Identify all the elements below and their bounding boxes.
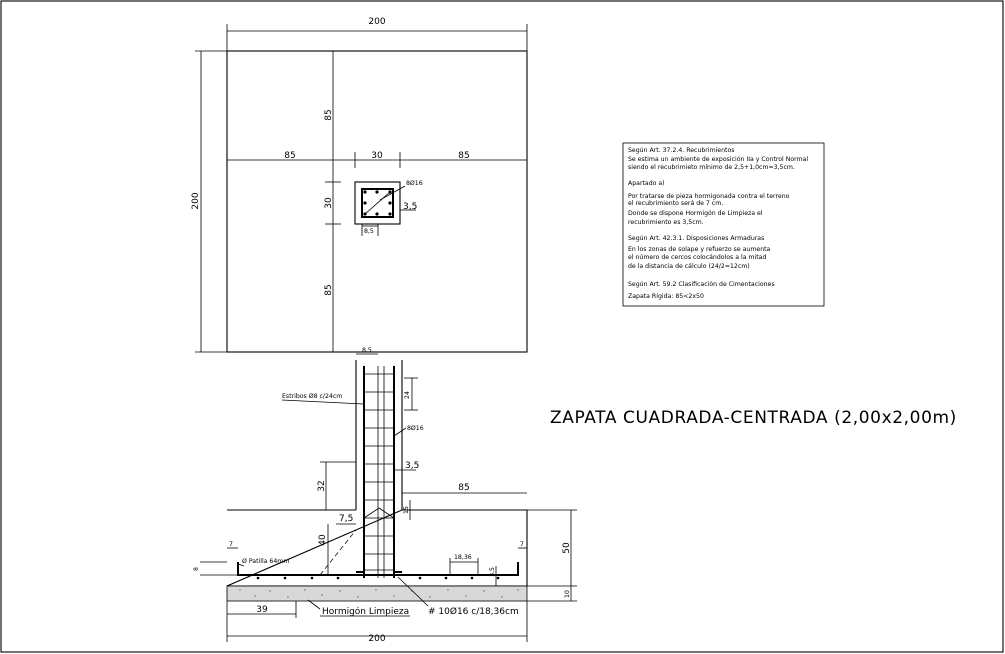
concrete-label: Hormigón Limpieza: [322, 606, 409, 617]
dim-40: 40: [318, 534, 328, 546]
dim-section-cover: 3,5: [405, 461, 419, 471]
plan-cover: 3,5: [403, 202, 417, 212]
column-stirrup: [361, 188, 394, 218]
notes-box: Según Art. 37.2.4. Recubrimientos Se est…: [622, 142, 825, 307]
dim-18-36: 18,36: [454, 554, 472, 561]
bar-leader: [379, 185, 406, 201]
dim-plan-col-v-30: 30: [324, 197, 334, 209]
dim-anchor: 32: [317, 480, 327, 491]
note-line: el recubrimiento será de 7 cm.: [628, 199, 723, 207]
stirrups: [363, 373, 395, 571]
dim-plan-right-85: 85: [458, 151, 469, 161]
dim-50: 50: [562, 542, 572, 554]
note-line: Zapata Rígida: 85<2x50: [628, 292, 704, 300]
note-line: recubrimiento es 3,5cm.: [628, 219, 704, 226]
note-line: Según Art. 59.2 Clasificación de Cimenta…: [628, 280, 775, 288]
dim-7-5: 7,5: [339, 514, 353, 524]
notes-frame: [622, 142, 825, 307]
dim-plan-col-30: 30: [371, 151, 383, 161]
dim-39: 39: [256, 605, 268, 615]
note-line: Donde se dispone Hormigón de Limpieza el: [628, 209, 763, 217]
section-view: 8,5 Estribos Ø8 c/24cm 24 8Ø16 3,5 32 85…: [193, 347, 577, 644]
plan-view: 200 200 85 30 85 85 30 85: [191, 17, 528, 353]
plan-cover-bottom: 8,5: [364, 228, 374, 235]
dim-col-top: 8,5: [362, 347, 372, 354]
tie-label: Ø Patilla 64mm: [242, 557, 289, 565]
dim-plan-bottom-85: 85: [324, 284, 334, 295]
note-line: Por tratarse de pieza hormigonada contra…: [628, 193, 790, 200]
dim-plan-left-85: 85: [284, 151, 295, 161]
dim-stirrup-spacing: 24: [404, 391, 411, 399]
plan-bar-label: 8Ø16: [406, 179, 423, 187]
note-line: de la distancia de cálculo (24/2=12cm): [628, 262, 750, 270]
note-line: siendo el recubrimieto mínimo de 2,5+1,0…: [628, 163, 795, 171]
note-line: Según Art. 37.2.4. Recubrimientos: [628, 146, 734, 154]
column-bars: [363, 190, 392, 216]
note-line: Se estima un ambiente de exposición IIa …: [628, 155, 808, 163]
note-line: En los zonas de solape y refuerzo se aum…: [628, 246, 771, 253]
dim-plan-left: 200: [191, 192, 201, 209]
section-bar-label: 8Ø16: [407, 424, 424, 432]
dim-8: 8: [193, 567, 200, 571]
note-line: el número de cercos colocándolos a la mi…: [628, 253, 766, 261]
punching-cone: [319, 529, 357, 576]
stirrup-label: Estribos Ø8 c/24cm: [282, 392, 342, 400]
dim-plan-top-85: 85: [324, 109, 334, 120]
dim-7-left: 7: [229, 541, 233, 548]
note-line: Según Art. 42.3.1. Disposiciones Armadur…: [628, 234, 764, 242]
bottom-bars-dots: [256, 576, 500, 580]
note-line: Apartado a): [628, 180, 665, 187]
bars-label: # 10Ø16 c/18,36cm: [428, 606, 519, 617]
dim-7-right: 7: [520, 541, 524, 548]
drawing-title: ZAPATA CUADRADA-CENTRADA (2,00x2,00m): [550, 408, 957, 428]
dim-plan-top: 200: [368, 17, 385, 27]
bottom-reinforcement: [237, 562, 519, 576]
dim-10: 10: [564, 590, 571, 598]
blinding-concrete-layer: [226, 585, 528, 602]
dim-85: 85: [458, 483, 469, 493]
footing-plan-outline: [226, 50, 528, 353]
dim-3-5: 3,5: [489, 567, 496, 577]
dim-section-total: 200: [368, 634, 385, 644]
column-section-outer: [354, 181, 401, 225]
